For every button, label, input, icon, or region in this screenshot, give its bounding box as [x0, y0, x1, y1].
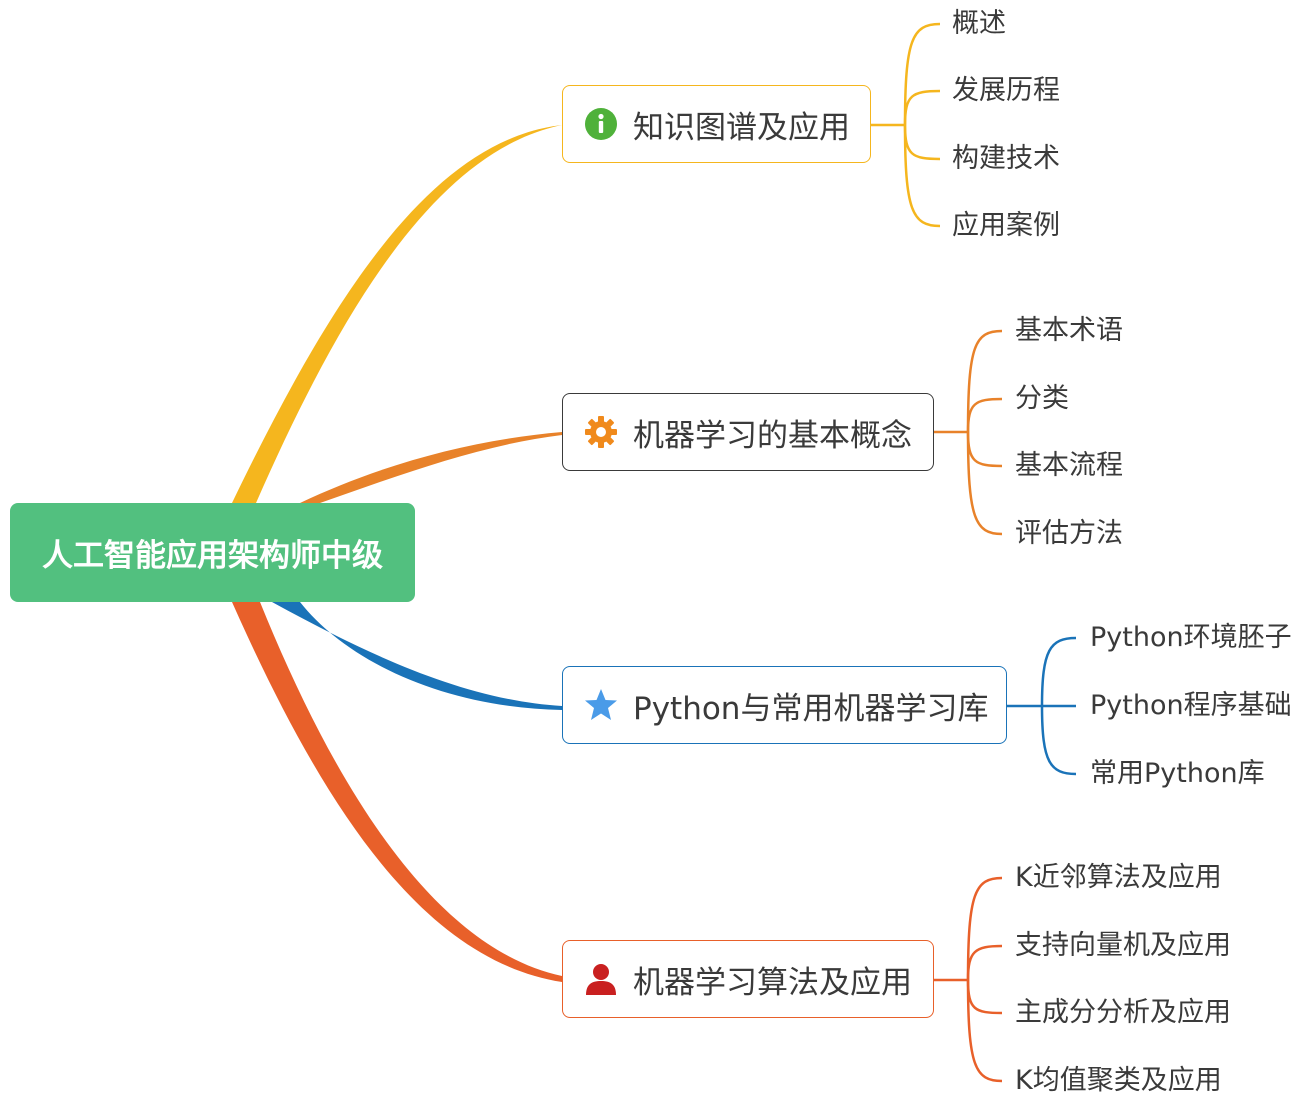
branch-topic-python[interactable]: Python与常用机器学习库 [562, 666, 1007, 744]
root-topic[interactable]: 人工智能应用架构师中级 [10, 503, 415, 602]
gear-icon [583, 414, 619, 450]
leaf-topic[interactable]: 支持向量机及应用 [1015, 930, 1231, 961]
connector-root-branch-1 [232, 125, 562, 503]
leaf-topic[interactable]: Python程序基础 [1090, 690, 1292, 721]
leaf-topic[interactable]: Python环境胚子 [1090, 622, 1292, 653]
children-connectors-1 [870, 22, 941, 228]
leaf-topic[interactable]: 基本术语 [1015, 315, 1123, 346]
branch-topic-ml-concepts[interactable]: 机器学习的基本概念 [562, 393, 934, 471]
connector-root-branch-4 [232, 602, 562, 982]
branch-topic-ml-algorithms[interactable]: 机器学习算法及应用 [562, 940, 934, 1018]
connector-root-branch-3 [272, 602, 562, 710]
leaf-topic[interactable]: 主成分分析及应用 [1015, 997, 1231, 1028]
leaf-topic[interactable]: 应用案例 [952, 210, 1060, 241]
children-connectors-4 [933, 876, 1003, 1083]
branch-topic-label: Python与常用机器学习库 [633, 690, 989, 727]
star-icon [583, 687, 619, 723]
leaf-topic[interactable]: 发展历程 [952, 75, 1060, 106]
info-icon [583, 106, 619, 142]
branch-topic-label: 知识图谱及应用 [633, 109, 850, 146]
branch-topic-knowledge-graph[interactable]: 知识图谱及应用 [562, 85, 871, 163]
branch-topic-label: 机器学习算法及应用 [633, 964, 912, 1001]
branch-topic-label: 机器学习的基本概念 [633, 417, 912, 454]
leaf-topic[interactable]: K均值聚类及应用 [1015, 1065, 1222, 1096]
leaf-topic[interactable]: 构建技术 [952, 143, 1060, 174]
leaf-topic[interactable]: 分类 [1015, 383, 1069, 414]
person-icon [583, 961, 619, 997]
leaf-topic[interactable]: 常用Python库 [1090, 758, 1265, 789]
leaf-topic[interactable]: 评估方法 [1015, 518, 1123, 549]
leaf-topic[interactable]: 概述 [952, 8, 1006, 39]
root-topic-label: 人工智能应用架构师中级 [42, 538, 383, 574]
leaf-topic[interactable]: 基本流程 [1015, 450, 1123, 481]
children-connectors-2 [933, 329, 1003, 536]
leaf-topic[interactable]: K近邻算法及应用 [1015, 862, 1222, 893]
children-connectors-3 [1006, 636, 1077, 776]
connector-root-branch-2 [300, 432, 562, 503]
